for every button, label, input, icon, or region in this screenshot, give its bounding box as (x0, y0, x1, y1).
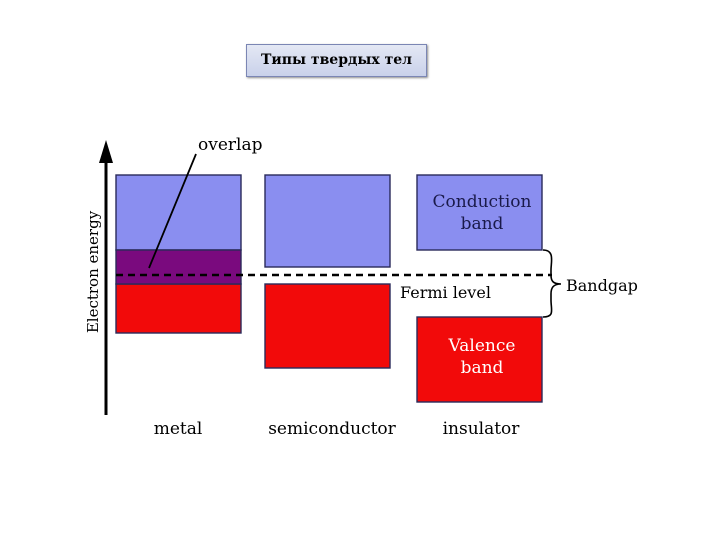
y-axis-label: Electron energy (84, 210, 102, 333)
bandgap-brace (542, 249, 562, 318)
insulator-column: Conduction band Valence band (416, 174, 543, 403)
slide-title: Типы твердых тел (246, 44, 427, 77)
category-label-insulator: insulator (443, 419, 521, 439)
valence-band-label-line1: Valence (448, 336, 516, 356)
semiconductor-conduction-band (264, 174, 391, 268)
metal-overlap-band (115, 249, 242, 285)
overlap-pointer-line (148, 153, 197, 269)
metal-conduction-band (115, 174, 242, 251)
semiconductor-column (264, 174, 391, 369)
category-label-metal: metal (154, 419, 203, 439)
metal-valence-band (115, 283, 242, 334)
insulator-valence-band (416, 316, 543, 403)
insulator-conduction-band (416, 174, 543, 251)
metal-column (115, 174, 242, 334)
conduction-band-label-line2: band (461, 214, 504, 234)
conduction-band-label-line1: Conduction (433, 192, 532, 212)
valence-band-label-line2: band (461, 358, 504, 378)
semiconductor-valence-band (264, 283, 391, 369)
y-axis-arrowhead (99, 140, 113, 163)
fermi-level-label: Fermi level (400, 283, 491, 302)
overlap-label: overlap (198, 135, 263, 155)
bandgap-label: Bandgap (566, 276, 638, 295)
category-label-semiconductor: semiconductor (268, 419, 396, 439)
